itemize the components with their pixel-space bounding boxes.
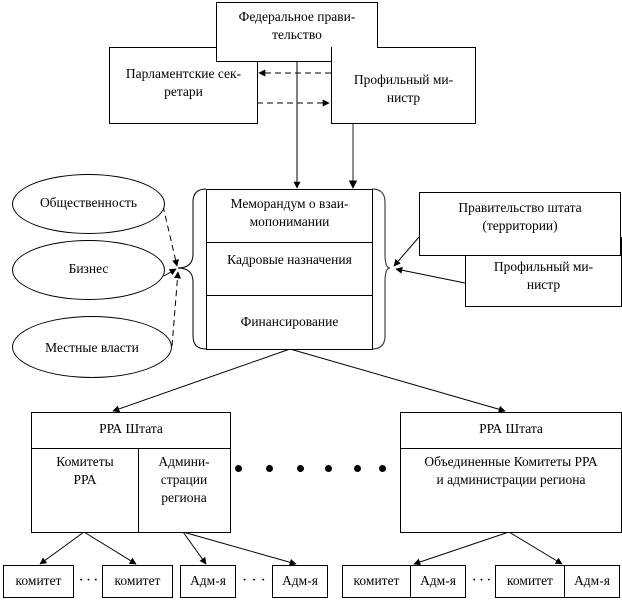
memorandum-line2: мопонимании xyxy=(249,214,330,229)
profile-minister-top-border xyxy=(377,47,476,48)
arrow-business xyxy=(163,268,177,277)
rpa-left-header-divider xyxy=(32,448,230,449)
business-ellipse: Бизнес xyxy=(12,240,165,300)
arrow-committees-1 xyxy=(39,531,85,565)
state-government-box: Правительство штата (территории) xyxy=(419,192,621,256)
ellipsis-dot xyxy=(297,465,304,472)
rpa-right-header: РРА Штата xyxy=(479,421,543,436)
federal-government-line2: тельство xyxy=(272,27,322,42)
ellipsis-dot xyxy=(354,465,361,472)
admin-label: Адм-я xyxy=(420,573,456,588)
arrow-center-to-rpa-left xyxy=(112,348,291,413)
parliamentary-secretaries-line2: ретари xyxy=(164,84,203,99)
admin-box: Адм-я xyxy=(410,565,466,598)
admin-label: Адм-я xyxy=(574,573,610,588)
small-ellipsis: · · · xyxy=(242,572,266,589)
appointments-label: Кадровые назначения xyxy=(227,252,352,267)
dashed-arrow-public xyxy=(162,205,179,267)
divider-2 xyxy=(207,295,372,296)
profile-minister-top-line2: нистр xyxy=(386,90,421,105)
profile-minister-top-line1: Профильный ми- xyxy=(353,72,454,87)
arrow-committees-2 xyxy=(83,531,137,565)
arrow-admin-2 xyxy=(182,531,297,566)
rpa-left-committees: Комитеты РРА xyxy=(32,453,138,489)
rpa-left-box: РРА Штата Комитеты РРА Админи- страции р… xyxy=(31,412,231,533)
financing-label: Финансирование xyxy=(240,314,339,329)
arrow-joint-2 xyxy=(508,531,563,565)
administrations-line1: Админи- xyxy=(158,454,210,469)
state-government-line1: Правительство штата xyxy=(458,200,582,215)
joint-line1: Объединенные Комитеты РРА xyxy=(424,454,598,469)
center-block: Меморандум о взаи- мопонимании Кадровые … xyxy=(206,189,373,350)
committee-box: комитет xyxy=(3,565,74,598)
joint-line2: и администрации региона xyxy=(436,472,586,487)
local-authorities-label: Местные власти xyxy=(45,340,139,355)
rpa-right-body: Объединенные Комитеты РРА и администраци… xyxy=(401,453,621,489)
profile-minister-state-line1: Профильный ми- xyxy=(493,259,594,274)
committee-label: комитет xyxy=(353,573,400,588)
committees-line2: РРА xyxy=(73,472,97,487)
admin-label: Адм-я xyxy=(190,573,226,588)
state-government-line2: (территории) xyxy=(482,218,558,233)
parliamentary-secretaries-line1: Парламентские сек- xyxy=(125,66,242,81)
admin-box: Адм-я xyxy=(564,565,620,598)
admin-box: Адм-я xyxy=(180,565,236,598)
rpa-right-header-divider xyxy=(401,448,621,449)
administrations-line3: региона xyxy=(161,490,207,505)
arrow-center-to-rpa-right xyxy=(289,348,506,413)
arrow-admin-1 xyxy=(182,531,207,565)
right-brace xyxy=(371,188,391,350)
public-label: Общественность xyxy=(39,195,138,210)
ellipsis-dot xyxy=(379,465,386,472)
committee-label: комитет xyxy=(15,573,62,588)
dashed-arrow-local xyxy=(171,271,181,347)
committee-box: комитет xyxy=(102,565,173,598)
arrow-state-gov xyxy=(393,236,420,267)
arrow-state-minister xyxy=(395,266,466,284)
left-brace xyxy=(177,188,207,350)
committee-label: комитет xyxy=(507,573,553,588)
federal-government-line1: Федеральное прави- xyxy=(238,9,356,24)
ellipsis-dot xyxy=(235,465,242,472)
arrow-joint-1 xyxy=(413,531,510,566)
memorandum-section: Меморандум о взаи- мопонимании xyxy=(207,195,372,231)
memorandum-line1: Меморандум о взаи- xyxy=(230,196,349,211)
divider-1 xyxy=(207,242,372,243)
administrations-line2: страции xyxy=(160,472,208,487)
rpa-left-column-divider xyxy=(138,448,139,532)
ellipsis-dot xyxy=(266,465,273,472)
rpa-right-box: РРА Штата Объединенные Комитеты РРА и ад… xyxy=(400,412,622,533)
profile-minister-top-box: Профильный ми- нистр xyxy=(331,47,476,124)
rpa-left-header: РРА Штата xyxy=(99,421,163,436)
committees-line1: Комитеты xyxy=(56,454,114,469)
small-ellipsis: · · · xyxy=(471,572,492,589)
profile-minister-state-line2: нистр xyxy=(526,277,561,292)
committee-box: комитет xyxy=(342,565,411,598)
admin-box: Адм-я xyxy=(272,565,328,598)
committee-box: комитет xyxy=(495,565,565,598)
ellipsis-dot xyxy=(325,465,332,472)
admin-label: Адм-я xyxy=(282,573,318,588)
small-ellipsis: · · · xyxy=(78,572,99,589)
local-authorities-ellipse: Местные власти xyxy=(12,316,172,378)
public-ellipse: Общественность xyxy=(12,174,165,234)
committee-label: комитет xyxy=(114,573,161,588)
business-label: Бизнес xyxy=(68,261,109,276)
rpa-left-administrations: Админи- страции региона xyxy=(138,453,230,507)
